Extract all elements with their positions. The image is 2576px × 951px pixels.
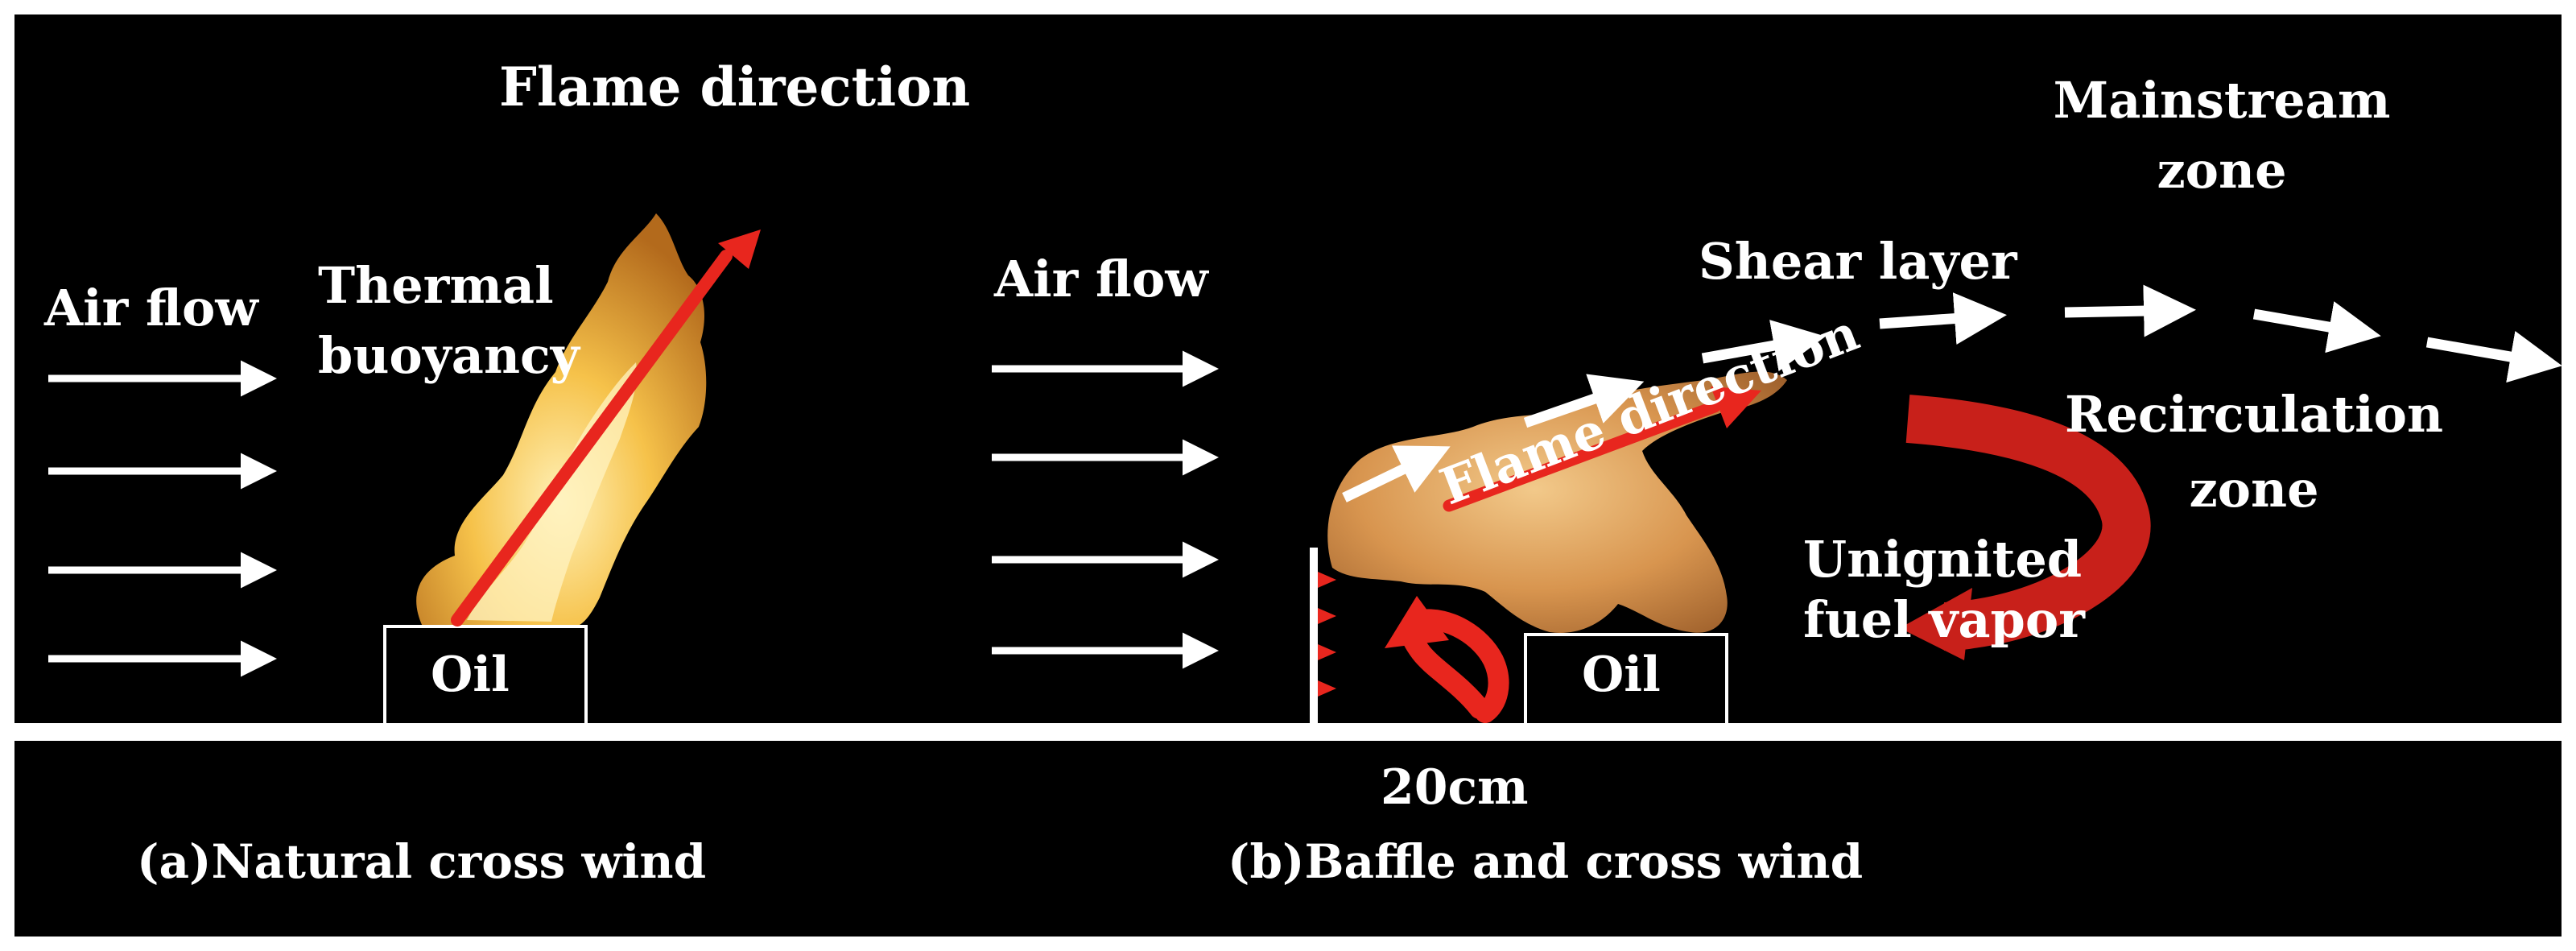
shear-layer-arrow	[1523, 374, 1645, 428]
oil-label-b: Oil	[1582, 647, 1661, 703]
recirculation-arrow	[1900, 395, 2151, 660]
ground-line	[14, 723, 2562, 741]
flame-direction-arrow-a	[451, 229, 761, 626]
oil-pan-a	[383, 625, 588, 726]
air-flow-arrows-a	[48, 360, 277, 677]
air-flow-label-a: Air flow	[44, 279, 258, 337]
flame-direction-arrow-b	[1443, 387, 1761, 512]
caption-b: (b)Baffle and cross wind	[1228, 834, 1864, 889]
shear-layer-label: Shear layer	[1699, 232, 2017, 291]
baffle	[1310, 548, 1336, 725]
flame-b	[1327, 371, 1787, 633]
air-flow-label-b: Air flow	[994, 250, 1208, 308]
shear-layer-arrow	[2425, 331, 2562, 383]
caption-background	[14, 739, 2562, 937]
recirculation-zone-label: Recirculation zone	[2064, 385, 2444, 519]
shear-layer-arrow	[1342, 445, 1451, 502]
shear-layer-arrow	[1701, 320, 1826, 372]
flame-a	[416, 213, 707, 626]
air-flow-arrows-b	[992, 350, 1219, 669]
flame-direction-label-a: Flame direction	[499, 56, 971, 118]
oil-pan-b	[1524, 633, 1728, 726]
shear-layer-arrow	[1879, 292, 2007, 345]
thermal-buoyancy-label: Thermal buoyancy	[318, 256, 580, 386]
oil-label-a: Oil	[431, 647, 510, 703]
caption-a: (a)Natural cross wind	[137, 834, 707, 889]
baffle-recirculation-arrow	[1385, 596, 1509, 723]
shear-layer-arrow	[2252, 301, 2381, 354]
shear-layer-arrow	[2064, 284, 2196, 337]
mainstream-zone-label: Mainstream zone	[2053, 71, 2391, 201]
shear-layer-arrows	[1342, 284, 2562, 502]
unignited-fuel-vapor-label: Unignited fuel vapor	[1803, 530, 2085, 650]
distance-label: 20cm	[1381, 759, 1529, 816]
